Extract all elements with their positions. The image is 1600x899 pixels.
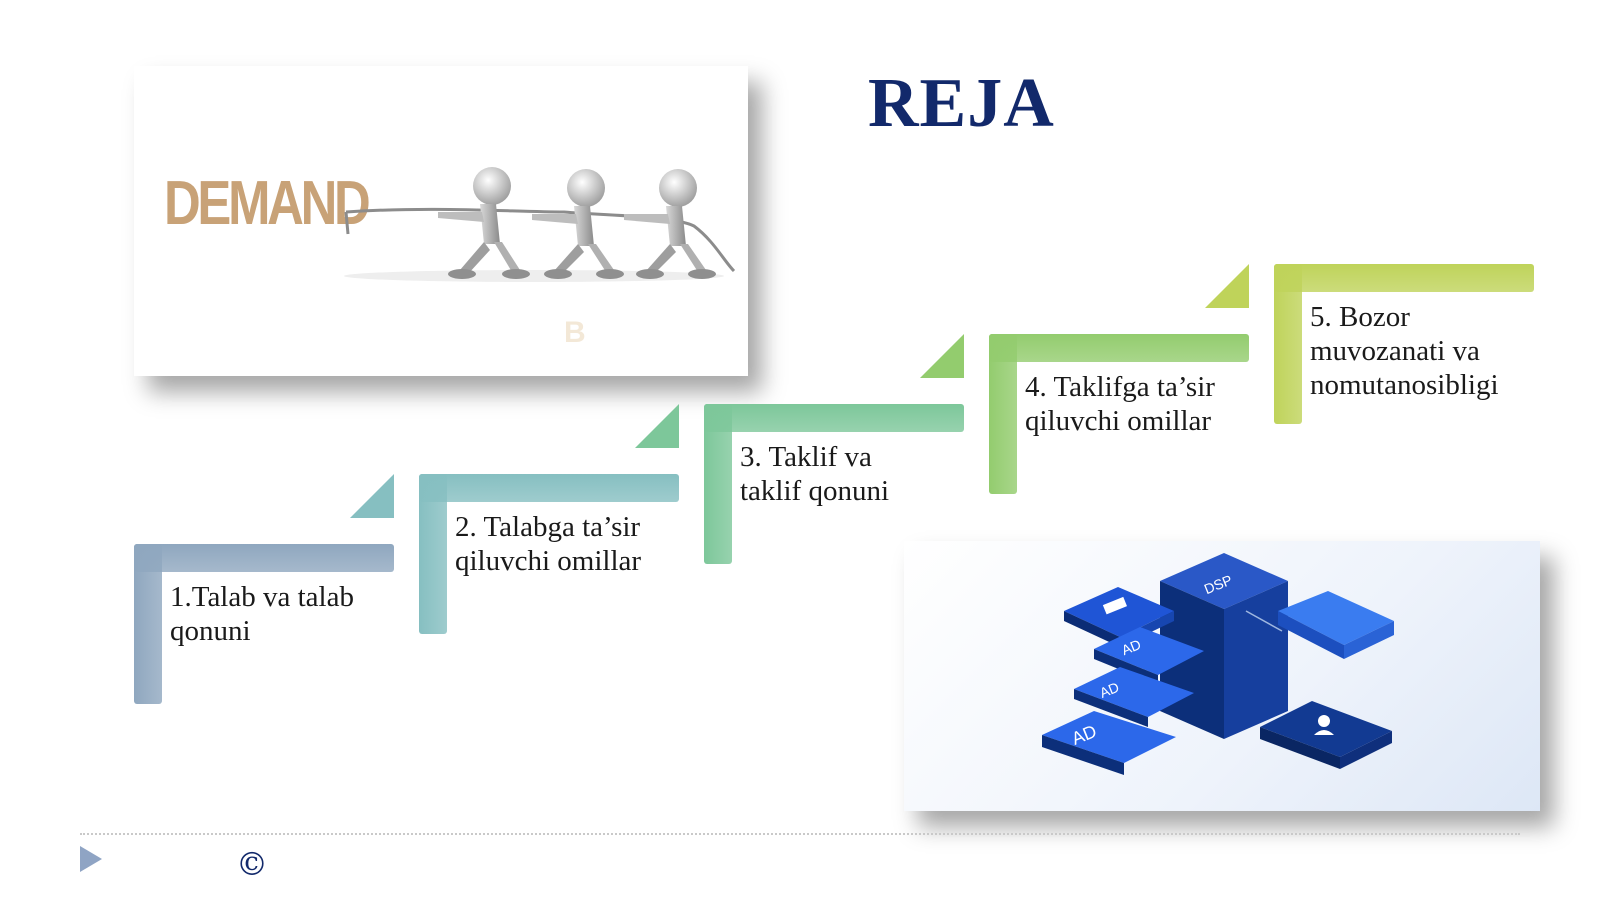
step-1-side-bar bbox=[134, 544, 162, 704]
step-2-arrow-tip bbox=[635, 404, 679, 448]
step-3-label-line: taklif qonuni bbox=[740, 475, 890, 507]
step-2-side-bar bbox=[419, 474, 447, 634]
demand-word: DEMAND bbox=[164, 169, 371, 238]
isometric-ad-blocks-icon: DSP AD AD AD bbox=[1042, 553, 1394, 775]
step-5-label-line: 5. Bozor bbox=[1310, 301, 1410, 333]
step-4-label-line: qiluvchi omillar bbox=[1025, 405, 1212, 437]
step-2-label-line: qiluvchi omillar bbox=[455, 545, 642, 577]
step-1-label-line: 1.Talab va talab bbox=[170, 581, 354, 613]
step-4-label-line: 4. Taklifga ta’sir bbox=[1025, 371, 1215, 403]
watermark-logo: B bbox=[564, 316, 594, 349]
step-3-side-bar bbox=[704, 404, 732, 564]
step-1-label-line: qonuni bbox=[170, 615, 251, 647]
step-3-label-line: 3. Taklif va bbox=[740, 441, 872, 473]
tug-of-war-figures-icon bbox=[344, 167, 736, 282]
step-3-arrow-tip bbox=[920, 334, 964, 378]
step-5-top-bar bbox=[1274, 264, 1534, 292]
footer-divider bbox=[80, 833, 1520, 835]
step-5-side-bar bbox=[1274, 264, 1302, 424]
step-5-label-line: nomutanosibligi bbox=[1310, 369, 1499, 401]
slide-title: REJA bbox=[868, 65, 1055, 142]
step-2-label-line: 2. Talabga ta’sir bbox=[455, 511, 641, 543]
step-4-top-bar bbox=[989, 334, 1249, 362]
ad-dsp-isometric-image: DSP AD AD AD bbox=[904, 541, 1540, 811]
tile-label: AD bbox=[1097, 679, 1121, 701]
step-5-label-line: muvozanati va bbox=[1310, 335, 1480, 367]
copyright-symbol: © bbox=[236, 845, 268, 883]
step-1-top-bar bbox=[134, 544, 394, 572]
tile-label: AD bbox=[1119, 636, 1143, 658]
step-1-arrow-tip bbox=[350, 474, 394, 518]
step-4-arrow-tip bbox=[1205, 264, 1249, 308]
play-icon bbox=[80, 846, 102, 872]
step-2-top-bar bbox=[419, 474, 679, 502]
step-4-side-bar bbox=[989, 334, 1017, 494]
step-3-top-bar bbox=[704, 404, 964, 432]
demand-tug-of-war-image: DEMAND bbox=[134, 66, 748, 376]
